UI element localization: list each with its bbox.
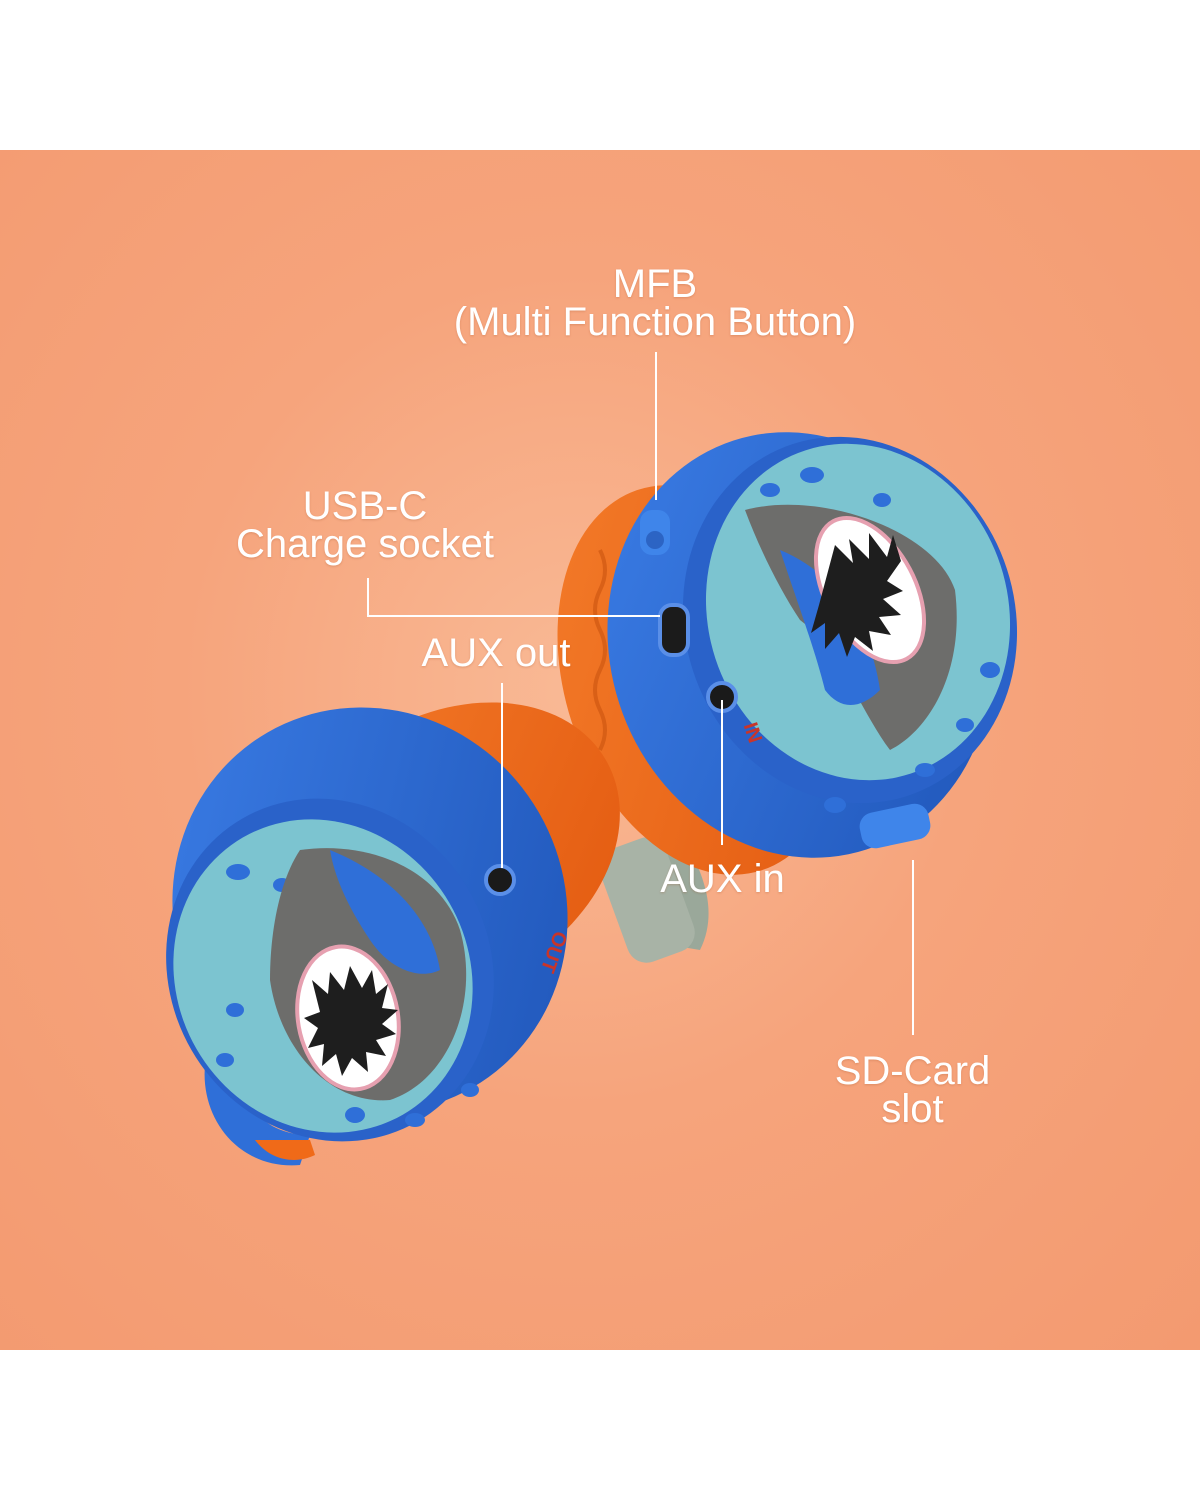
mfb-label-line1: MFB <box>612 262 698 306</box>
mfb-label-line2: (Multi Function Button) <box>453 300 857 344</box>
sd-card-slot <box>859 803 931 849</box>
lower-earcup: OUT <box>166 702 620 1166</box>
usbc-label: USB-C Charge socket <box>215 484 515 566</box>
usbc-leader-vertical <box>367 578 369 616</box>
mfb-label: MFB (Multi Function Button) <box>400 262 910 344</box>
sd-card-label-line1: SD-Card <box>834 1049 991 1093</box>
aux-out-label: AUX out <box>421 631 571 675</box>
aux-in-leader <box>721 700 723 845</box>
aux-out-port <box>484 864 516 896</box>
sd-card-label: SD-Card slot <box>810 1049 1015 1131</box>
usbc-port <box>658 603 690 657</box>
sd-card-label-line2: slot <box>881 1087 944 1131</box>
usbc-label-line2: Charge socket <box>236 522 494 566</box>
product-image-panel: IN <box>0 150 1200 1350</box>
mfb-leader <box>655 352 657 500</box>
usbc-leader-horizontal <box>367 615 660 617</box>
usbc-label-line1: USB-C <box>302 484 428 528</box>
upper-earcup: IN <box>557 432 1018 875</box>
headband-strap <box>599 837 695 963</box>
sd-card-leader <box>912 860 914 1035</box>
aux-in-label: AUX in <box>660 857 785 901</box>
headphones-photo: IN <box>166 432 1018 1166</box>
aux-out-leader <box>501 683 503 868</box>
